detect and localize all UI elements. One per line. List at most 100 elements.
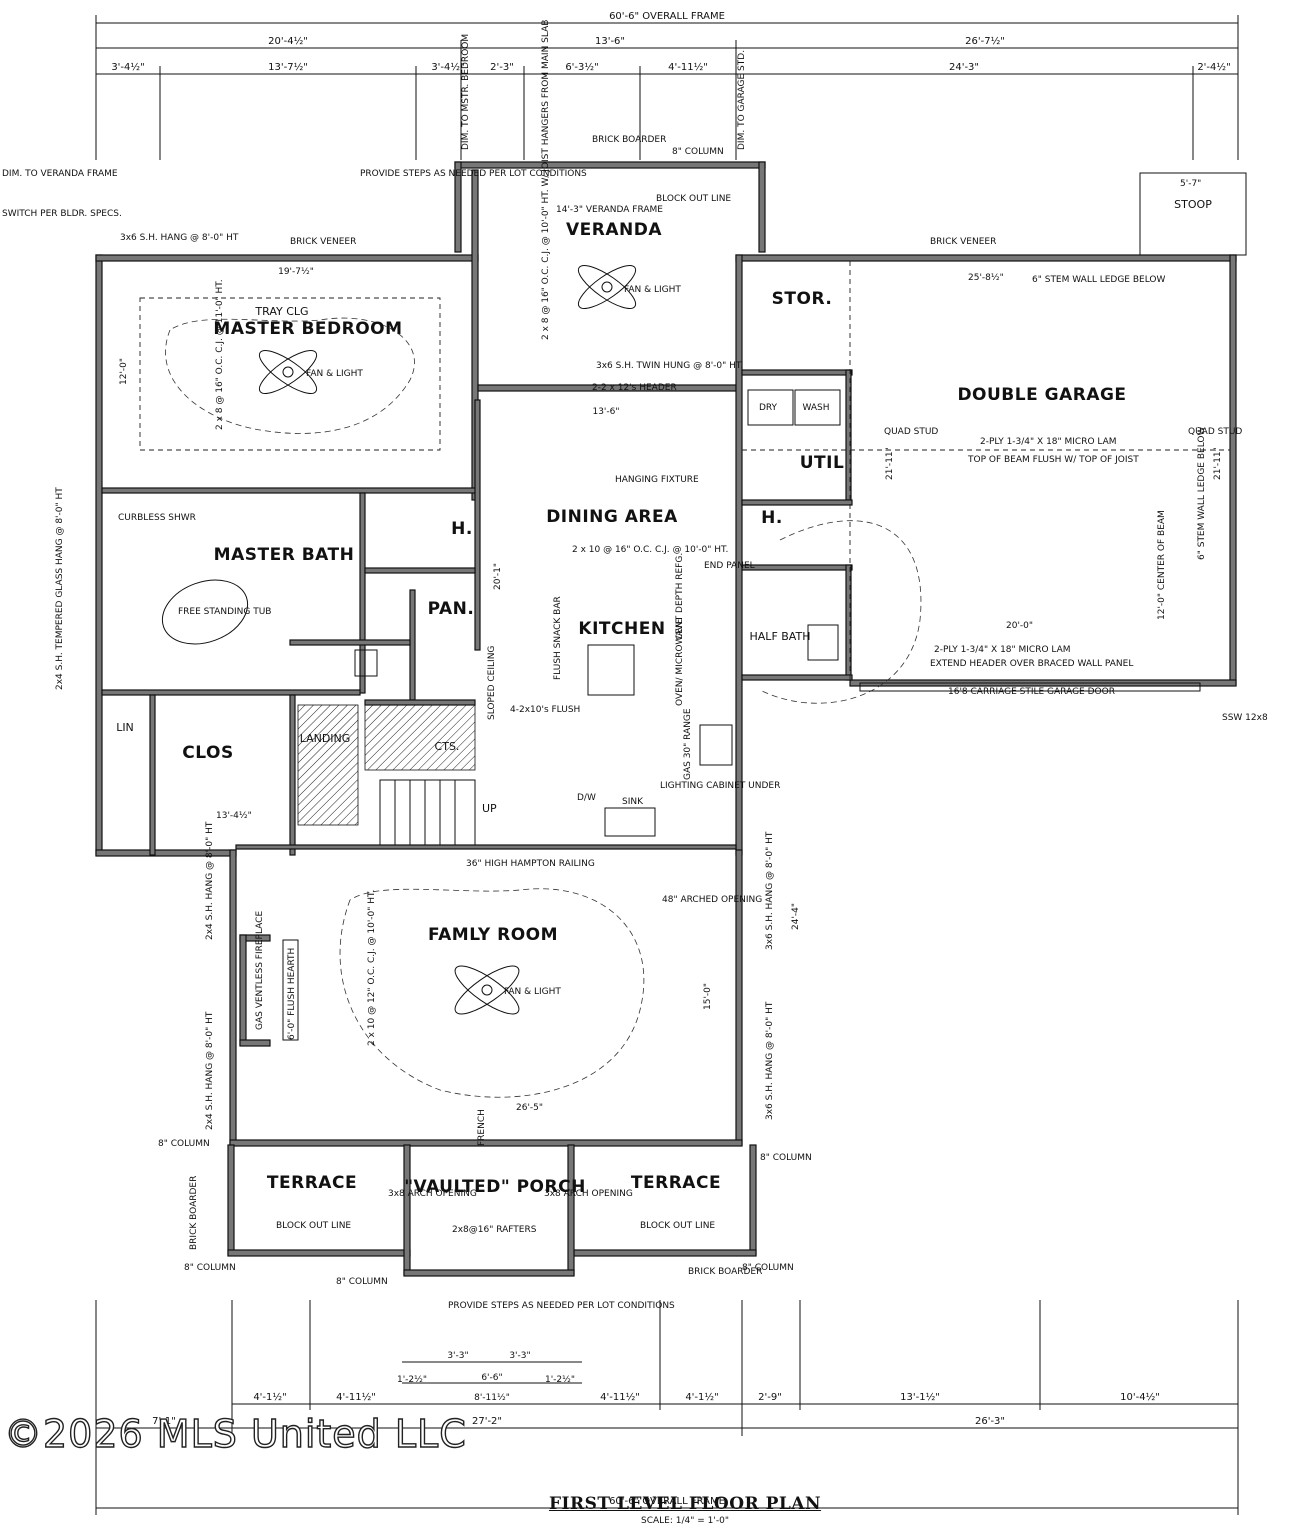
room-half-bath: HALF BATH xyxy=(750,630,811,643)
dim-stoop-width: 5'-7" xyxy=(1180,179,1201,189)
note-column-bottom-left: 8" COLUMN xyxy=(184,1263,236,1273)
room-util: UTIL xyxy=(800,453,845,473)
dim-bottom-row2-2: 26'-3" xyxy=(975,1416,1005,1427)
note-up: UP xyxy=(482,802,497,815)
room-kitchen: KITCHEN xyxy=(578,619,665,639)
note-brick-boarder: BRICK BOARDER xyxy=(592,135,666,145)
dim-garage-door-width: 20'-0" xyxy=(1006,621,1033,631)
dim-overall-top: 60'-6" OVERALL FRAME xyxy=(609,11,725,22)
note-column-top: 8" COLUMN xyxy=(672,147,724,157)
note-snack-bar: FLUSH SNACK BAR xyxy=(553,596,563,680)
room-veranda: VERANDA xyxy=(566,220,662,240)
dim-bottom-row1-4: 2'-9" xyxy=(758,1392,782,1403)
note-railing: 36" HIGH HAMPTON RAILING xyxy=(466,859,595,869)
dim-veranda-frame: 14'-3" VERANDA FRAME xyxy=(556,205,663,215)
bottom-dimensions: 3'-3" 3'-3" 6'-6" 1'-2½" 8'-11½" 1'-2½" … xyxy=(95,1300,1239,1515)
note-french: FRENCH xyxy=(477,1109,487,1146)
dim-top-row3-7: 2'-4½" xyxy=(1197,61,1230,73)
note-porch-arch-left: 3x8 ARCH OPENING xyxy=(388,1189,477,1199)
note-porch-arch-right: 3x8 ARCH OPENING xyxy=(544,1189,633,1199)
dim-family-width: 26'-5" xyxy=(516,1103,543,1113)
note-veranda-joist: 2 x 8 @ 16" O.C. C.J. @ 10'-0" HT. W/ JO… xyxy=(541,20,551,340)
dim-bottom-row1-6: 10'-4½" xyxy=(1120,1391,1160,1403)
dim-top-row2-2: 26'-7½" xyxy=(965,35,1005,47)
note-rafters-left: 2x8@16" RAFTERS xyxy=(452,1225,537,1235)
ceiling-fan-family xyxy=(454,965,520,1015)
drawing-scale: SCALE: 1/4" = 1'-0" xyxy=(641,1516,729,1526)
note-arched: 48" ARCHED OPENING xyxy=(662,895,762,905)
note-fan-light-master: FAN & LIGHT xyxy=(306,369,363,379)
note-dw: D/W xyxy=(577,793,596,803)
dim-dining-width: 13'-6" xyxy=(592,407,619,417)
note-free-tub: FREE STANDING TUB xyxy=(178,607,271,617)
dim-bottom-row1-5: 13'-1½" xyxy=(900,1391,940,1403)
note-brick-veneer-left: BRICK VENEER xyxy=(290,237,356,247)
dim-bottom-row1-0: 4'-1½" xyxy=(253,1391,286,1403)
label-dry: DRY xyxy=(759,403,778,413)
dim-bottom-row1-2: 4'-11½" xyxy=(600,1391,640,1403)
dim-top-row3-2: 3'-4½" xyxy=(431,61,464,73)
label-h-right: H. xyxy=(761,508,783,528)
room-stor: STOR. xyxy=(772,289,833,309)
note-window-side-2: 2x4 S.H. HANG @ 8'-0" HT xyxy=(205,1011,215,1130)
room-terrace-right: TERRACE xyxy=(631,1173,721,1193)
dim-garage-width: 25'-8½" xyxy=(968,273,1004,283)
note-fan-light-veranda: FAN & LIGHT xyxy=(624,285,681,295)
room-labels: TRAY CLG MASTER BEDROOM VERANDA STOR. DO… xyxy=(116,198,1212,1197)
tray-ceiling-outline xyxy=(139,297,441,451)
label-lin: LIN xyxy=(116,721,134,734)
ceiling-fan-veranda xyxy=(577,265,637,309)
note-beam-flush: TOP OF BEAM FLUSH W/ TOP OF JOIST xyxy=(967,455,1139,465)
note-tempered: 2x4 S.H. TEMPERED GLASS HANG @ 8'-0" HT xyxy=(55,487,65,690)
hearth xyxy=(282,939,299,1041)
room-dining-area: DINING AREA xyxy=(546,507,678,527)
note-micro-lam-bottom: 2-PLY 1-3/4" X 18" MICRO LAM xyxy=(934,645,1071,655)
note-flush-beam: 4-2x10's FLUSH xyxy=(510,705,580,715)
note-sloped: SLOPED CEILING xyxy=(487,646,497,720)
note-stem-wall-side: 6" STEM WALL LEDGE BELOW xyxy=(1197,427,1207,560)
note-center-beam: 12'-0" CENTER OF BEAM xyxy=(1157,510,1167,620)
room-master-bath: MASTER BATH xyxy=(214,545,355,565)
note-window-mb: 3x6 S.H. HANG @ 8'-0" HT xyxy=(120,233,239,243)
room-pan: PAN. xyxy=(428,599,475,619)
note-window-right-2: 3x6 S.H. HANG @ 8'-0" HT xyxy=(765,1001,775,1120)
range xyxy=(699,724,733,766)
notes: DIM. TO VERANDA FRAME SWITCH PER BLDR. S… xyxy=(2,20,1268,1311)
note-garage-door: 16'8 CARRIAGE STILE GARAGE DOOR xyxy=(948,687,1115,697)
note-end-panel: END PANEL xyxy=(704,561,755,571)
dim-top-row2-0: 20'-4½" xyxy=(268,35,308,47)
dim-porch-0: 3'-3" xyxy=(447,1351,468,1361)
note-header: 2-2 x 12's HEADER xyxy=(592,383,677,393)
note-fireplace: GAS VENTLESS FIREPLACE xyxy=(255,911,265,1030)
dim-top-row3-5: 4'-11½" xyxy=(668,61,708,73)
note-block-out-right: BLOCK OUT LINE xyxy=(640,1221,715,1231)
garage-door xyxy=(859,682,1201,692)
label-wash: WASH xyxy=(802,403,829,413)
title-block: FIRST LEVEL FLOOR PLAN SCALE: 1/4" = 1'-… xyxy=(520,1494,850,1526)
washer xyxy=(794,389,841,426)
note-window-right-1: 3x6 S.H. HANG @ 8'-0" HT xyxy=(765,831,775,950)
note-ssw: SSW 12x8 xyxy=(1222,713,1268,723)
drawing-title: FIRST LEVEL FLOOR PLAN xyxy=(548,1494,822,1514)
dim-top-row3-3: 2'-3" xyxy=(490,62,514,73)
note-column-bottom-right: 8" COLUMN xyxy=(742,1263,794,1273)
note-hanging-fixture: HANGING FIXTURE xyxy=(615,475,699,485)
note-stem-wall-top: 6" STEM WALL LEDGE BELOW xyxy=(1032,275,1165,285)
dim-fam-side: 15'-0" xyxy=(703,983,713,1010)
dim-dining-side: 20'-1" xyxy=(493,563,503,590)
note-hearth: 6'-0" FLUSH HEARTH xyxy=(287,948,297,1040)
note-sink: SINK xyxy=(622,797,644,807)
note-window-side-1: 2x4 S.H. HANG @ 8'-0" HT xyxy=(205,821,215,940)
toilet-master xyxy=(354,649,378,677)
watermark: ©2026 MLS United LLC xyxy=(3,1411,467,1456)
note-steps-top: PROVIDE STEPS AS NEEDED PER LOT CONDITIO… xyxy=(360,169,587,179)
ceiling-fan-master xyxy=(258,350,318,394)
note-quad-stud-left: QUAD STUD xyxy=(884,427,938,437)
kitchen-sink xyxy=(604,807,656,837)
note-quad-stud-right: QUAD STUD xyxy=(1188,427,1242,437)
note-column-left: 8" COLUMN xyxy=(158,1139,210,1149)
dim-top-row2-1: 13'-6" xyxy=(595,36,625,47)
note-range: GAS 30" RANGE xyxy=(683,708,693,780)
top-dimensions: 60'-6" OVERALL FRAME 20'-4½" 13'-6" 26'-… xyxy=(95,11,1239,160)
